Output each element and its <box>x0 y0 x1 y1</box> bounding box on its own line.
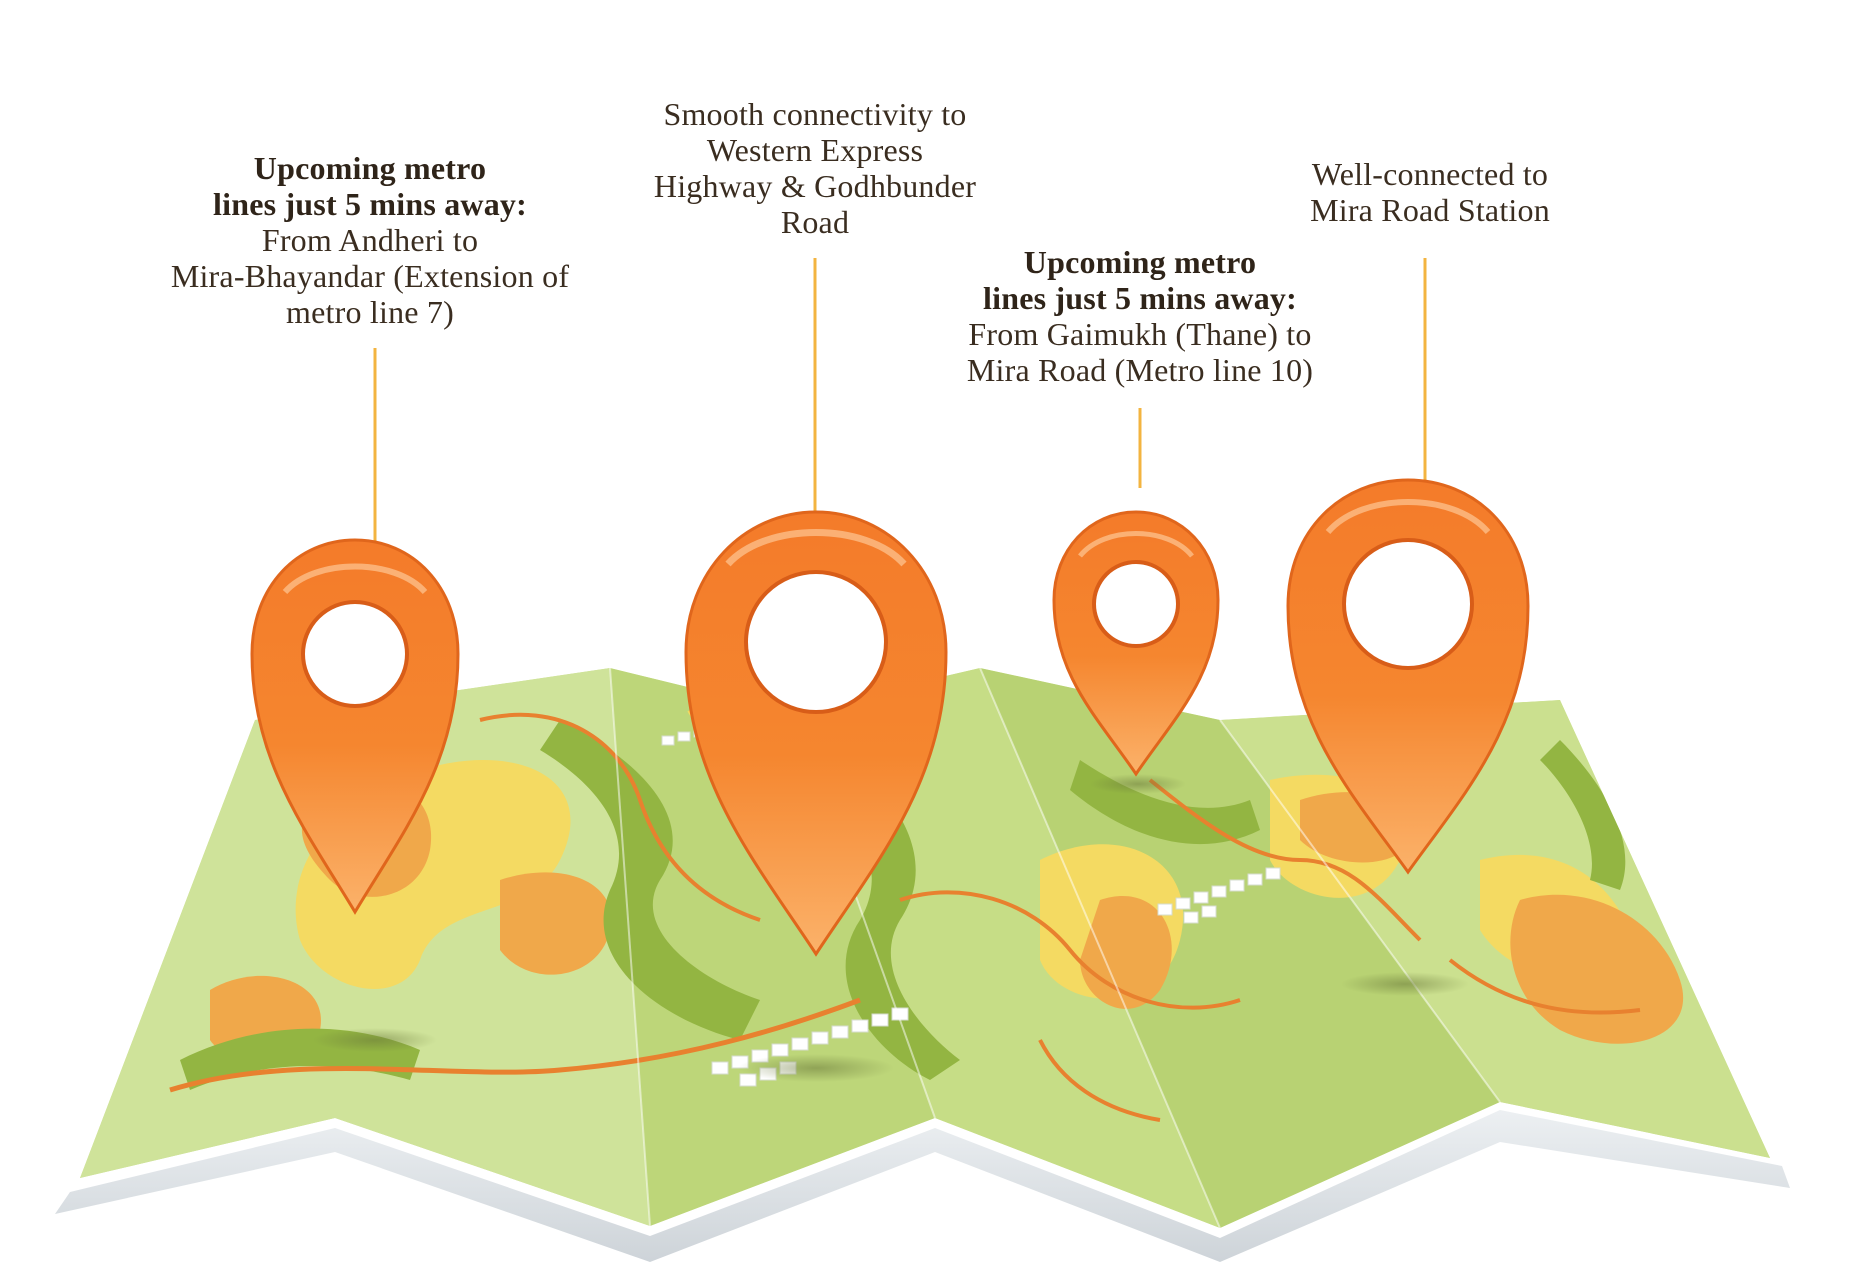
callout-body-line: Mira Road (Metro line 10) <box>966 352 1314 388</box>
callout-body-line: Smooth connectivity to <box>663 96 967 132</box>
callout-metro-line-10: Upcoming metro lines just 5 mins away: F… <box>920 244 1360 388</box>
location-pin-icon <box>684 510 948 957</box>
callout-heading-line: lines just 5 mins away: <box>213 186 527 222</box>
callout-heading-line: lines just 5 mins away: <box>983 280 1297 316</box>
callout-body-line: Western Express <box>706 132 924 168</box>
callout-metro-line-7: Upcoming metro lines just 5 mins away: F… <box>140 150 600 330</box>
callout-mira-road-station: Well-connected to Mira Road Station <box>1250 156 1610 228</box>
location-pin-icon <box>250 538 460 915</box>
callout-body-line: Well-connected to <box>1311 156 1549 192</box>
map-bottom-shadow <box>55 1110 1790 1262</box>
callout-body-line: Highway & Godhbunder <box>653 168 977 204</box>
callout-body-line: Mira-Bhayandar (Extension of <box>170 258 570 294</box>
location-pin-icon <box>1052 510 1220 777</box>
callout-heading-line: Upcoming metro <box>253 150 487 186</box>
callout-body-line: From Gaimukh (Thane) to <box>968 316 1312 352</box>
callout-highway-connectivity: Smooth connectivity to Western Express H… <box>600 96 1030 240</box>
callout-body-line: From Andheri to <box>261 222 479 258</box>
callout-body-line: Road <box>780 204 850 240</box>
callout-body-line: metro line 7) <box>286 294 454 330</box>
callout-body-line: Mira Road Station <box>1310 192 1550 228</box>
callout-heading-line: Upcoming metro <box>1023 244 1257 280</box>
location-pin-icon <box>1286 478 1530 875</box>
